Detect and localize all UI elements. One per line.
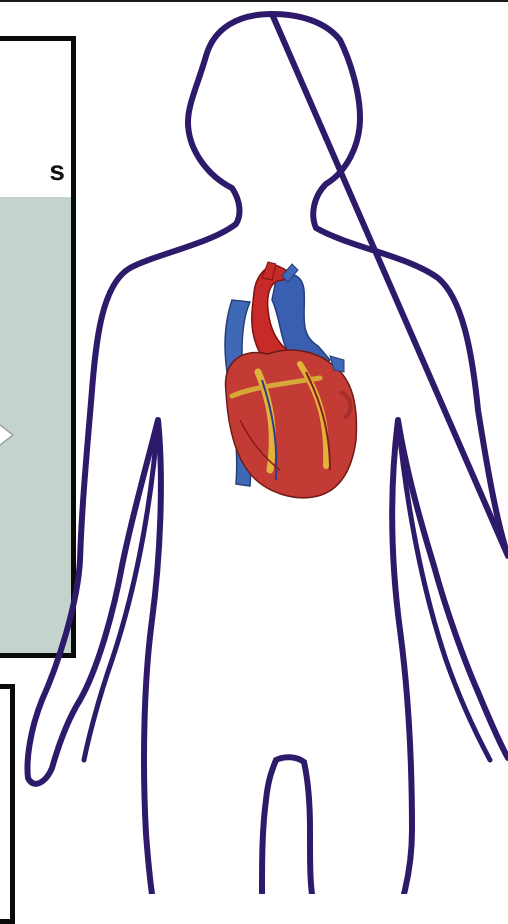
- body-figure: [0, 0, 508, 894]
- heart-illustration: [225, 262, 356, 498]
- leg-inner-outline: [262, 757, 312, 894]
